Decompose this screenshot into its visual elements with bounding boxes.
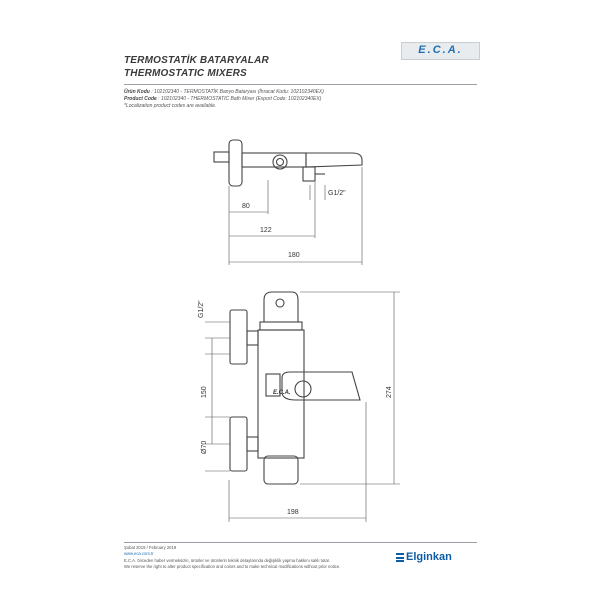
product-code-value-en: : 102102340 - THERMOSTATIC Bath Mixer (E… [158,96,322,102]
product-code-en: Product Code : 102102340 - THERMOSTATIC … [124,96,321,102]
product-code-tr: Ürün Kodu : 102102340 - TERMOSTATİK Bany… [124,89,324,95]
title-english: THERMOSTATIC MIXERS [124,68,247,79]
dim-198: 198 [287,509,299,516]
dim-180: 180 [288,252,300,259]
product-code-label-tr: Ürün Kodu [124,89,150,95]
header-divider [124,84,477,85]
dim-front-thread: G1/2" [198,300,205,318]
top-view-outline [213,139,363,187]
eca-logo-text: E.C.A. [418,44,463,56]
dim-top-thread: G1/2" [328,190,346,197]
dim-150: 150 [201,386,208,398]
front-view-dimensions [205,291,400,522]
footer-website[interactable]: www.eca.com.tr [124,551,154,556]
elginkan-mark-icon [396,553,404,562]
product-code-label-en: Product Code [124,96,157,102]
dim-274: 274 [386,386,393,398]
footer-note-tr: E.C.A. önceden haber vermeksizin, ürünle… [124,558,330,563]
front-view-outline [229,291,361,485]
footer-date: Şubat 2019 / February 2019 [124,545,177,550]
product-code-value-tr: : 102102340 - TERMOSTATİK Banyo Bataryas… [151,89,324,95]
footer-divider [124,542,477,543]
title-turkish: TERMOSTATİK BATARYALAR [124,55,269,66]
footer-note-en: We reserve the right to alter product sp… [124,564,341,569]
dim-80: 80 [242,203,250,210]
top-view-dimensions [228,167,363,265]
body-eca-logo: E.C.A. [273,390,291,396]
dim-d70: Ø70 [201,441,208,454]
dim-122: 122 [260,227,272,234]
eca-logo: E.C.A. [401,42,480,60]
localization-note: *Localization product codes are availabl… [124,103,217,109]
brand-elginkan: Elginkan [406,551,452,563]
